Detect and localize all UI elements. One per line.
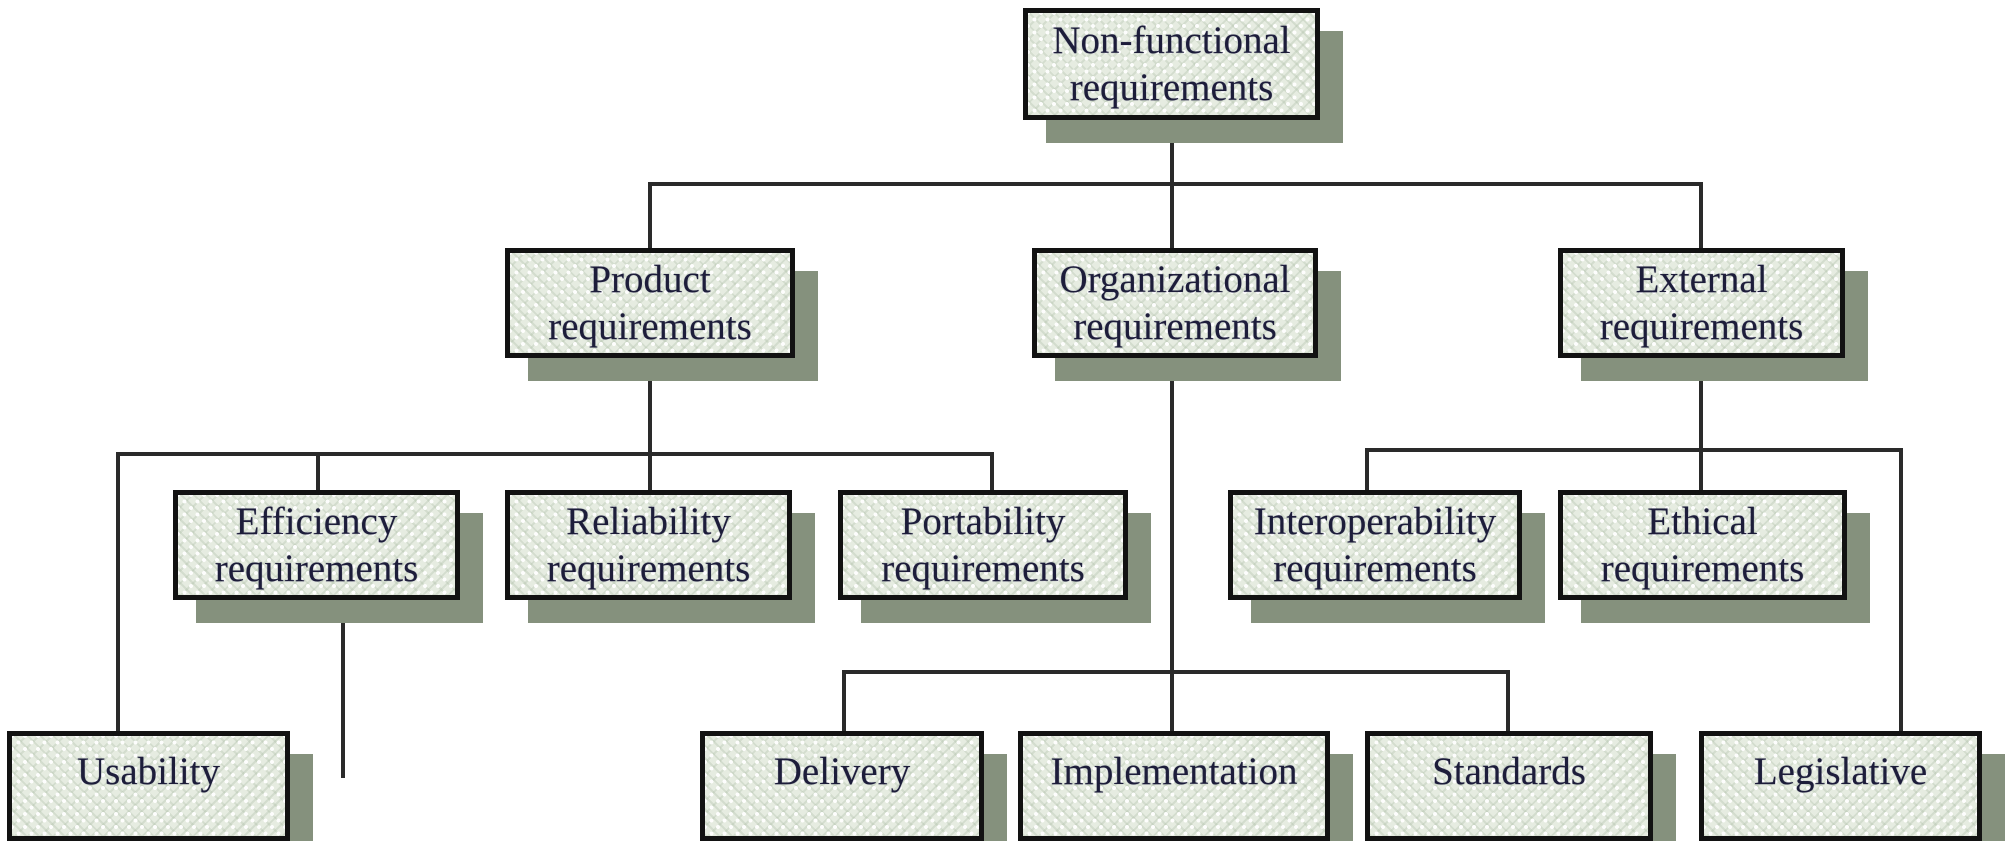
connector-line — [116, 452, 120, 731]
node-standards: Standards — [1365, 731, 1653, 841]
node-product-requirements: Product requirements — [505, 248, 795, 358]
connector-line — [1170, 358, 1174, 672]
node-label: Delivery — [773, 750, 911, 793]
node-label: Efficiency — [235, 500, 398, 543]
node-organizational-requirements: Organizational requirements — [1032, 248, 1318, 358]
connector-line — [341, 600, 345, 778]
node-portability-requirements: Portability requirements — [838, 490, 1128, 600]
node-label: requirements — [1069, 66, 1274, 109]
node-external-requirements: External requirements — [1558, 248, 1845, 358]
node-legislative: Legislative — [1699, 731, 1982, 841]
node-implementation: Implementation — [1018, 731, 1330, 841]
node-label: Non-functional — [1052, 19, 1291, 62]
connector-line — [1899, 448, 1903, 731]
connector-line — [648, 358, 652, 454]
connector-line — [842, 670, 846, 731]
connector-line — [1170, 182, 1174, 248]
node-label: requirements — [548, 305, 752, 348]
connector-line — [648, 452, 652, 490]
node-label: Product — [589, 258, 711, 301]
node-label: requirements — [1599, 305, 1804, 348]
connector-line — [1699, 358, 1703, 450]
node-label: requirements — [1073, 305, 1277, 348]
node-label: Organizational — [1059, 258, 1291, 301]
node-label: requirements — [546, 547, 751, 590]
connector-line — [1506, 670, 1510, 731]
connector-line — [1365, 448, 1903, 452]
node-label: requirements — [1600, 547, 1805, 590]
node-efficiency-requirements: Efficiency requirements — [173, 490, 460, 600]
node-non-functional-requirements: Non-functional requirements — [1023, 8, 1320, 120]
connector-line — [648, 182, 1703, 186]
node-reliability-requirements: Reliability requirements — [505, 490, 792, 600]
connector-line — [842, 670, 1510, 674]
connector-line — [1170, 120, 1174, 184]
connector-line — [648, 182, 652, 248]
node-label: Usability — [77, 750, 220, 793]
node-label: Interoperability — [1253, 500, 1497, 543]
node-label: Implementation — [1050, 750, 1298, 793]
node-label: Reliability — [566, 500, 731, 543]
connector-line — [316, 452, 320, 490]
node-delivery: Delivery — [700, 731, 984, 841]
node-label: External — [1635, 258, 1768, 301]
connector-line — [990, 452, 994, 490]
node-label: Portability — [900, 500, 1066, 543]
connector-line — [1699, 182, 1703, 248]
node-label: requirements — [214, 547, 419, 590]
connector-line — [1365, 448, 1369, 490]
node-interoperability-requirements: Interoperability requirements — [1228, 490, 1522, 600]
node-label: requirements — [1273, 547, 1477, 590]
node-label: Legislative — [1753, 750, 1928, 793]
node-label: requirements — [881, 547, 1085, 590]
connector-line — [116, 452, 994, 456]
connector-line — [1699, 448, 1703, 490]
node-ethical-requirements: Ethical requirements — [1558, 490, 1847, 600]
diagram-canvas: { "diagram": { "type": "tree", "root": "… — [7, 8, 1982, 841]
node-label: Ethical — [1647, 500, 1758, 543]
node-usability: Usability — [7, 731, 290, 841]
connector-line — [1170, 670, 1174, 731]
node-label: Standards — [1432, 750, 1586, 793]
